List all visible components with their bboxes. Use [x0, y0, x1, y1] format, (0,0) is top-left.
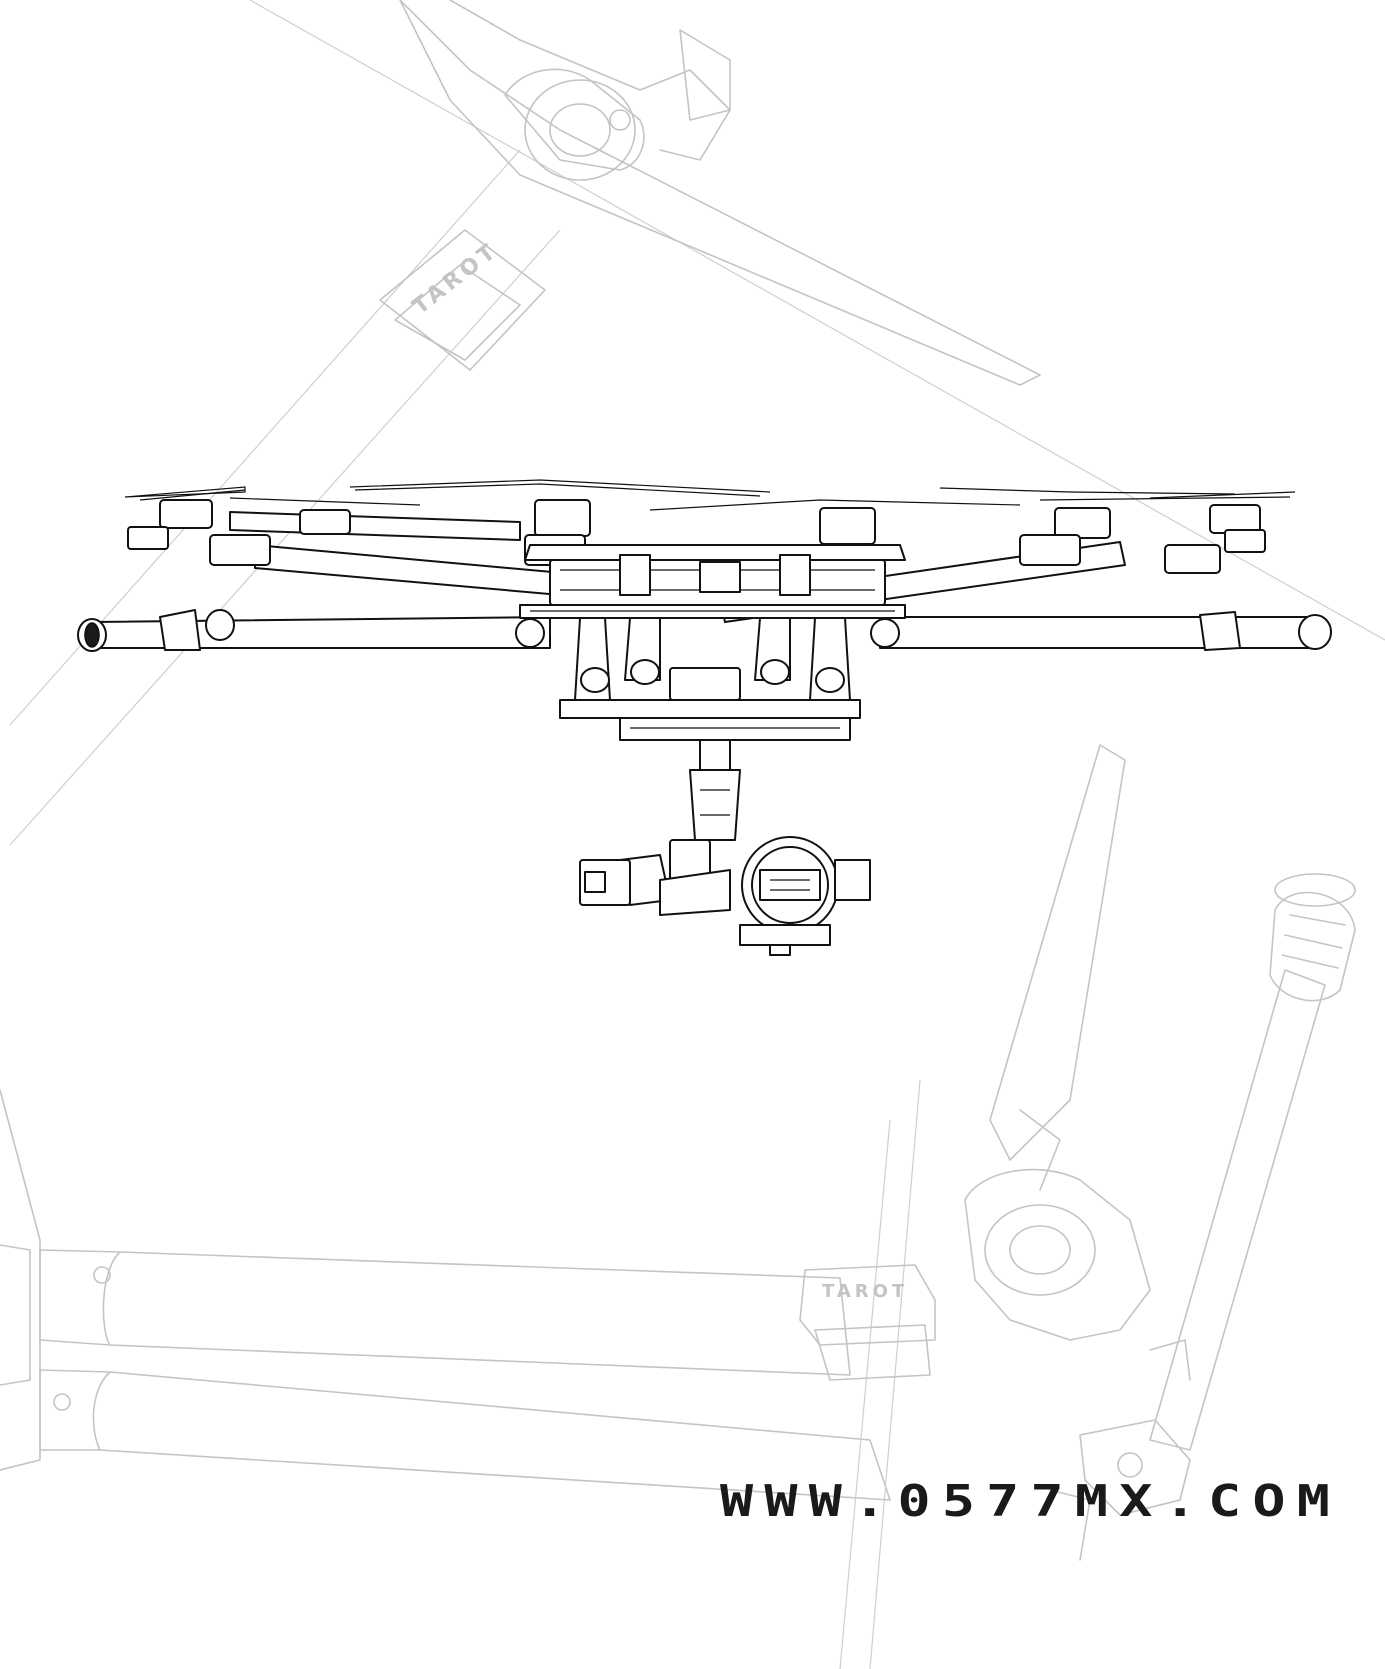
- motors: [159, 499, 1261, 545]
- gimbal: [579, 739, 871, 956]
- gear-mounts: [574, 617, 851, 701]
- propellers: [124, 479, 1296, 511]
- lower-plate: [559, 699, 861, 741]
- website-url: WWW.0577MX.COM: [720, 1476, 1342, 1527]
- landing-tubes: [77, 609, 1332, 652]
- background-arm-bottom: TAROT: [0, 744, 1356, 1669]
- hexacopter-drone: [77, 479, 1332, 956]
- brand-label-top: TAROT: [408, 238, 503, 320]
- center-body: [519, 544, 906, 619]
- brand-label-bottom: TAROT: [822, 1281, 908, 1302]
